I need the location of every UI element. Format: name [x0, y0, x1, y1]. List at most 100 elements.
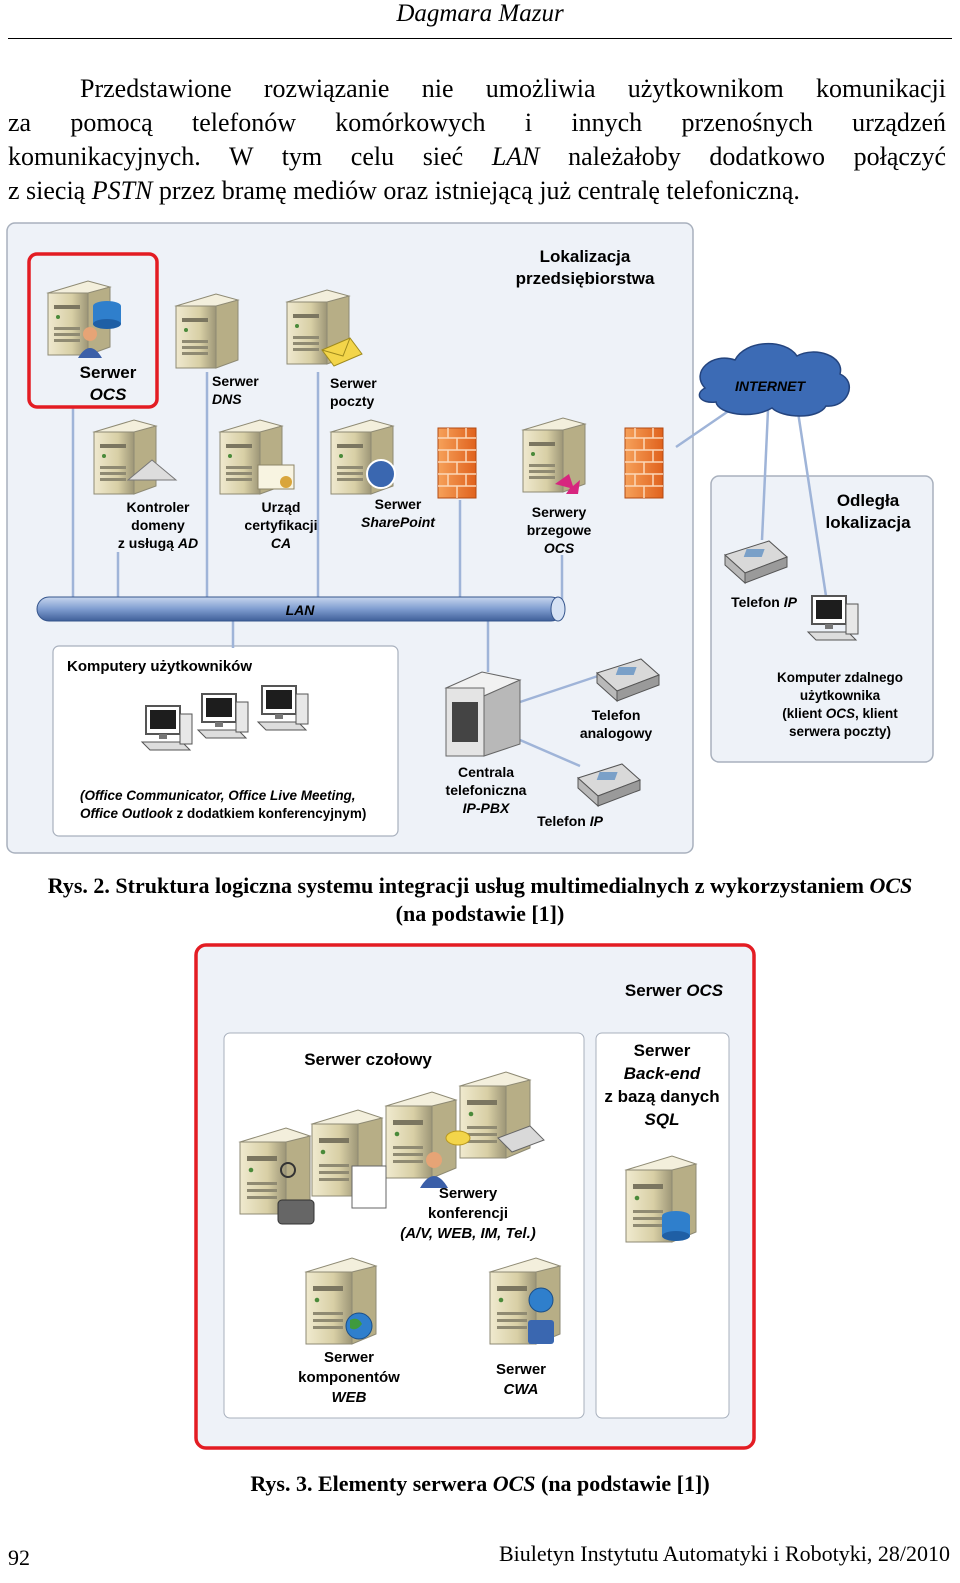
- para-text: należałoby dodatkowo połączyć: [539, 142, 946, 171]
- label-line: z bazą danych: [604, 1087, 720, 1106]
- label-text: Telefon: [731, 594, 784, 610]
- label-line: Serwer: [212, 373, 259, 389]
- sharepoint-icon: [366, 459, 396, 489]
- label-line: przedsiębiorstwa: [515, 269, 655, 288]
- arrow-icon: [555, 474, 580, 494]
- label-line: domeny: [131, 517, 185, 533]
- ad-tools-icon: [126, 459, 178, 481]
- label-line: poczty: [330, 393, 375, 409]
- label-line: SQL: [644, 1110, 680, 1129]
- label-text: OCS: [686, 981, 724, 1000]
- label-text: Office Outlook: [80, 806, 173, 821]
- label-line: lokalizacja: [825, 513, 911, 532]
- headset-icon: [280, 1162, 296, 1178]
- caption-text: OCS: [492, 1471, 536, 1496]
- figure-3-graphics: [194, 943, 756, 1450]
- label-line: analogowy: [579, 725, 653, 741]
- document-icon: [351, 1165, 387, 1209]
- label-text: Telefon: [537, 813, 590, 829]
- journal-name: Biuletyn Instytutu Automatyki i Robotyki…: [498, 1541, 950, 1566]
- label-line: CWA: [503, 1381, 539, 1398]
- caption-text: Rys. 2. Struktura logiczna systemu integ…: [47, 873, 870, 898]
- label-line: INTERNET: [735, 378, 805, 394]
- para-text: przez bramę mediów oraz istniejącą już c…: [152, 176, 800, 205]
- label-line: Centrala: [457, 764, 515, 780]
- label-text: z dodatkiem konferencyjnym): [172, 806, 367, 821]
- label-line: LAN: [285, 602, 315, 618]
- ocs-highlight-frame: [27, 252, 159, 409]
- caption-line: Rys. 2. Struktura logiczna systemu integ…: [0, 872, 960, 900]
- globe-icon-cwa: [528, 1287, 554, 1313]
- label-line: WEB: [331, 1389, 367, 1406]
- para-line-3: komunikacyjnych. W tym celu sieć LAN nal…: [8, 140, 946, 174]
- enterprise-site-title: Lokalizacja przedsiębiorstwa: [490, 246, 680, 290]
- caption-text: Rys. 3. Elementy serwera: [250, 1471, 493, 1496]
- label-line: Serwer: [79, 363, 137, 382]
- figure-2-graphics: [6, 222, 934, 854]
- label-line: Komputer zdalnego: [776, 670, 903, 685]
- label-line: (Office Communicator, Office Live Meetin…: [80, 788, 356, 803]
- para-text: z siecią: [8, 176, 92, 205]
- globe-land-icon: [350, 1318, 362, 1330]
- label-line: Serwer: [374, 496, 422, 512]
- para-term-lan: LAN: [491, 142, 540, 171]
- label-line: komponentów: [298, 1369, 400, 1386]
- analog-phone-label: Telefon analogowy: [570, 706, 662, 742]
- mail-server-label: Serwer poczty: [330, 374, 410, 410]
- body-paragraph: Przedstawione rozwiązanie nie umożliwia …: [8, 72, 946, 208]
- label-line: Telefon: [591, 707, 641, 723]
- ocs-server-title: Serwer OCS: [612, 980, 736, 1002]
- para-line-1: Przedstawione rozwiązanie nie umożliwia …: [80, 74, 946, 103]
- certificate-seal-icon: [280, 476, 292, 488]
- user-icon: [83, 327, 97, 341]
- database-icon-base: [93, 319, 121, 329]
- label-line: brzegowe: [526, 522, 592, 538]
- ip-phone-label: Telefon IP: [528, 812, 612, 830]
- caption-text: (na podstawie [1]): [535, 1471, 710, 1496]
- label-line: CA: [270, 535, 292, 551]
- caption-line: (na podstawie [1]): [395, 901, 565, 926]
- users-title: Komputery użytkowników: [67, 658, 253, 675]
- label-line: Urząd: [261, 499, 301, 515]
- label-line: SharePoint: [361, 514, 435, 530]
- person-icon-body: [420, 1176, 448, 1188]
- sql-database-icon-base: [662, 1231, 690, 1241]
- label-text: AD: [177, 535, 199, 551]
- para-line-2: za pomocą telefonów komórkowych i innych…: [8, 108, 946, 137]
- sql-database-icon-body: [662, 1216, 690, 1236]
- label-line: konferencji: [427, 1205, 509, 1222]
- envelope-icon: [321, 337, 363, 367]
- label-line: z usługą AD: [108, 534, 208, 552]
- label-line: telefoniczna: [445, 782, 527, 798]
- camera-icon: [277, 1199, 315, 1225]
- lan-label: LAN: [270, 601, 330, 619]
- label-line: Serwer: [330, 375, 377, 391]
- para-line-4: z siecią PSTN przez bramę mediów oraz is…: [8, 174, 946, 208]
- label-line: DNS: [212, 391, 242, 407]
- im-server-icon: [385, 1091, 457, 1179]
- envelope-icon-flap: [321, 337, 351, 357]
- ip-pbx-icon: [444, 671, 522, 757]
- label-line: Lokalizacja: [539, 247, 631, 266]
- page-number: 92: [8, 1545, 30, 1570]
- label-text: IP: [589, 813, 603, 829]
- users-note: (Office Communicator, Office Live Meetin…: [80, 787, 390, 823]
- para-term-pstn: PSTN: [91, 176, 153, 205]
- chat-bubble-icon: [445, 1130, 471, 1146]
- ip-phone-remote-label: Telefon IP: [724, 593, 804, 611]
- label-text: IP: [783, 594, 797, 610]
- label-line: OCS: [89, 385, 127, 404]
- label-line: (A/V, WEB, IM, Tel.): [400, 1225, 536, 1242]
- label-text: , klient: [855, 706, 898, 721]
